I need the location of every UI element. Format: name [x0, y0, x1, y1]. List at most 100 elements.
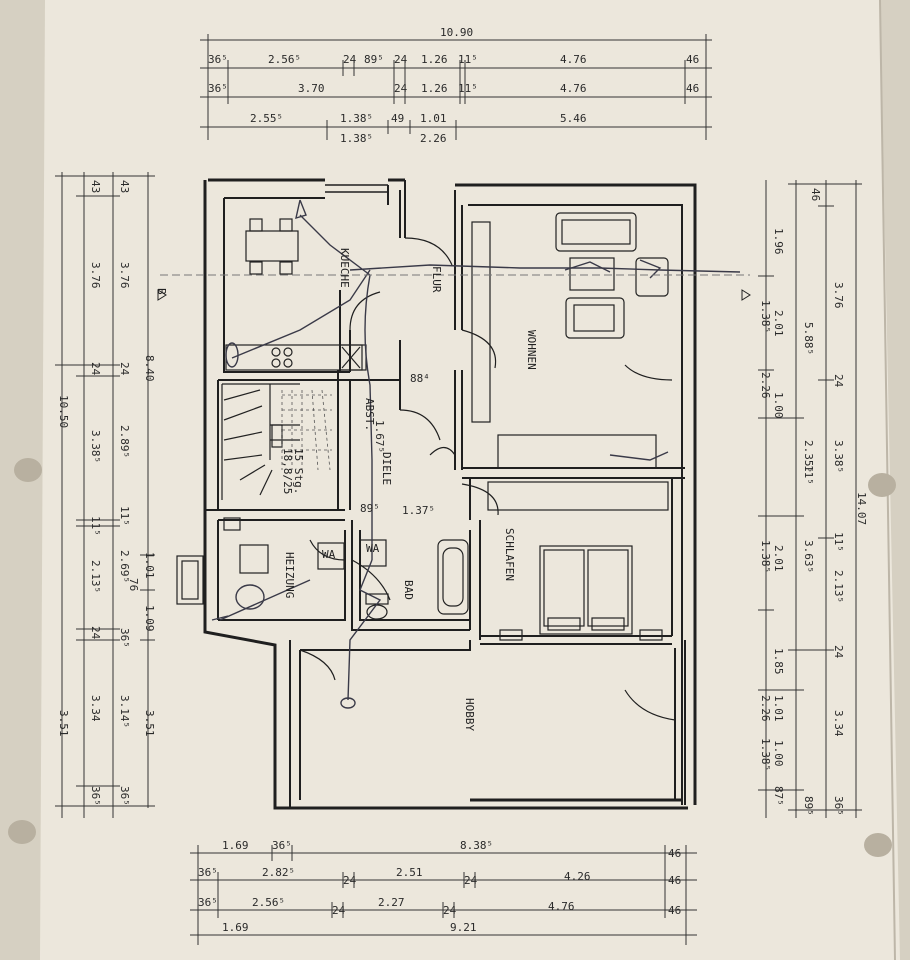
dim-label: 49 [391, 112, 404, 125]
doors [299, 237, 676, 721]
room-label-heizung: HEIZUNG [283, 552, 296, 598]
dim-label: 2.35⁵ [802, 440, 815, 473]
dim-label: 2.01 [772, 310, 785, 337]
dim-label: 46 [668, 874, 681, 887]
punch-hole [14, 458, 42, 482]
dim-label: 5.88⁵ [802, 322, 815, 355]
dim-label: 2.89⁵ [118, 425, 131, 458]
dimension-labels: 10.90 36⁵ 2.56⁵ 24 89⁵ 24 1.26 11⁵ 4.76 … [57, 26, 868, 934]
section-marker: B [155, 288, 168, 295]
dim-label: 1.37⁵ [402, 504, 435, 517]
boiler [239, 544, 269, 574]
dim-label: 2.26 [420, 132, 447, 145]
dim-label: 2.51 [396, 866, 423, 879]
dim-label: 10.90 [440, 26, 473, 39]
dim-label: 3.14⁵ [118, 695, 131, 728]
dim-label: 2.26 [759, 695, 772, 722]
dim-label: 88⁴ [410, 372, 430, 385]
dim-label: 3.38⁵ [89, 430, 102, 463]
coffee-table [569, 257, 615, 291]
dim-label: 36⁵ [198, 896, 218, 909]
window-light-well [176, 555, 204, 605]
dim-label: 11⁵ [802, 465, 815, 485]
bed [539, 545, 633, 635]
room-label-abst: ABST. [363, 398, 376, 431]
dim-label: 1.69 [222, 921, 249, 934]
dim-label: 2.56⁵ [268, 53, 301, 66]
dim-label: 89⁵ [364, 53, 384, 66]
dim-label: 3.63⁵ [802, 540, 815, 573]
dim-label: 3.34 [89, 695, 102, 722]
bathtub [437, 539, 469, 615]
dim-label: 1.00 [772, 392, 785, 419]
dim-label: 36⁵ [89, 786, 102, 806]
dim-label: 1.38⁵ [340, 132, 373, 145]
dim-label: 36⁵ [118, 786, 131, 806]
dim-label: 3.34 [832, 710, 845, 737]
dim-label: 24 [443, 904, 457, 917]
dim-label: 89⁵ [360, 502, 380, 515]
dim-label: 36⁵ [118, 628, 131, 648]
dim-label: 24 [832, 645, 845, 659]
walls [203, 178, 697, 810]
dim-label: 46 [686, 82, 699, 95]
dim-label: 5.46 [560, 112, 587, 125]
dim-label: 87⁵ [772, 786, 785, 806]
dim-label: 24 [343, 53, 357, 66]
dim-label: 36⁵ [208, 82, 228, 95]
dim-label: 3.70 [298, 82, 325, 95]
dim-label: 3.51 [57, 710, 70, 737]
wa-label: WA [366, 542, 380, 555]
dim-label: 43 [89, 180, 102, 193]
dim-label: 3.51 [143, 710, 156, 737]
dim-label: 46 [668, 847, 681, 860]
dim-label: 2.01 [772, 545, 785, 572]
dim-label: 2.26 [759, 372, 772, 399]
dim-label: 2.69⁵ [118, 550, 131, 583]
dim-label: 8.38⁵ [460, 839, 493, 852]
stairs-label: 18,8/25 [281, 448, 294, 494]
dim-label: 36⁵ [832, 796, 845, 816]
room-label-hobby: HOBBY [463, 698, 476, 731]
dim-label: 11⁵ [832, 532, 845, 552]
room-label-wohnen: WOHNEN [525, 330, 538, 370]
room-label-kueche: KUECHE [338, 248, 351, 288]
dim-label: 3.76 [89, 262, 102, 289]
dim-label: 2.82⁵ [262, 866, 295, 879]
dim-label: 2.27 [378, 896, 405, 909]
wardrobe [487, 481, 669, 511]
dim-label: 3.76 [118, 262, 131, 289]
dim-label: 1.26 [421, 82, 448, 95]
dim-label: 1.01 [772, 695, 785, 722]
dim-label: 1.38⁵ [340, 112, 373, 125]
dim-label: 2.13⁵ [832, 570, 845, 603]
dim-label: 3.76 [832, 282, 845, 309]
dim-label: 2.13⁵ [89, 560, 102, 593]
dim-label: 24 [89, 362, 102, 376]
dim-label: 46 [668, 904, 681, 917]
room-label-diele: DIELE [380, 452, 393, 485]
dim-label: 24 [332, 904, 346, 917]
punch-hole [8, 820, 36, 844]
dim-label: 1.09 [143, 605, 156, 632]
armchair [565, 297, 625, 339]
dim-label: 4.76 [560, 82, 587, 95]
dim-label: 24 [118, 362, 131, 376]
sideboard [497, 434, 657, 469]
dim-label: 11⁵ [458, 82, 478, 95]
dim-label: 1.96 [772, 228, 785, 255]
dim-label: 11⁵ [458, 53, 478, 66]
dim-label: 9.21 [450, 921, 477, 934]
dim-label: 1.69 [222, 839, 249, 852]
dining-table [245, 230, 299, 262]
dim-label: 24 [343, 874, 357, 887]
dim-label: 24 [89, 626, 102, 640]
dim-label: 24 [464, 874, 478, 887]
room-label-flur: FLUR [430, 266, 443, 293]
shelf [471, 221, 491, 423]
room-labels: KUECHE FLUR WOHNEN ABST. DIELE SCHLAFEN … [155, 248, 538, 731]
dim-label: 11⁵ [89, 516, 102, 536]
dim-label: 1.38⁵ [759, 540, 772, 573]
dim-label: 1.26 [421, 53, 448, 66]
punch-hole [864, 833, 892, 857]
